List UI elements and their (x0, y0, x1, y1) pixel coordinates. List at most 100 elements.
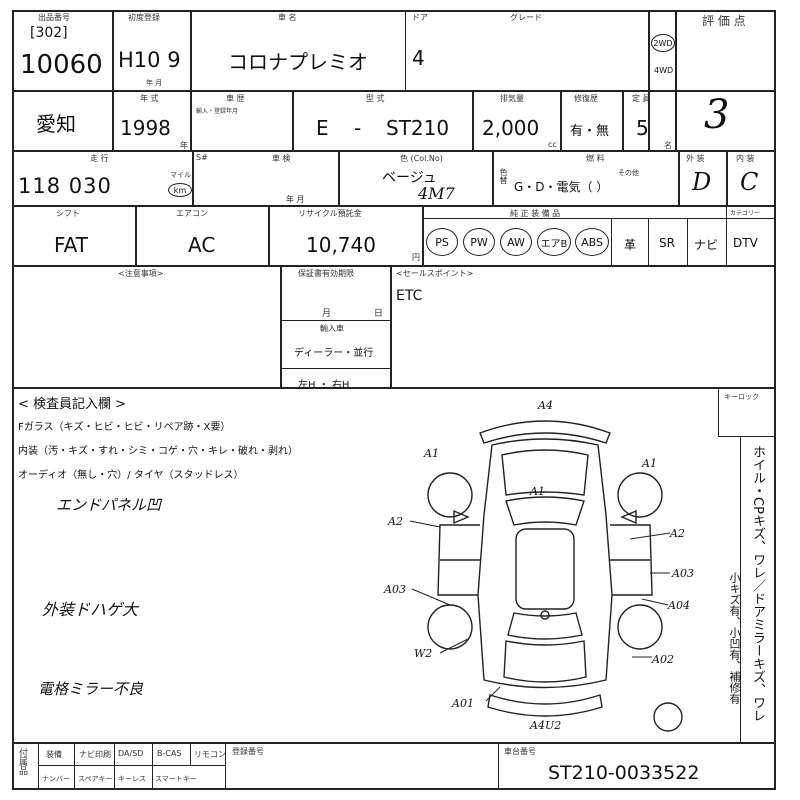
exterior-value: D (692, 168, 712, 196)
category-label: カテゴリー (730, 210, 761, 217)
doors-label: ドア (412, 13, 428, 22)
footer-r2-c1: ナンバー (42, 775, 70, 783)
handle-side: 左H ・ 右H (298, 380, 350, 391)
sales-point: ETC (396, 288, 423, 304)
first-reg-unit: 年 月 (146, 79, 163, 87)
inspector-title: < 検査員記入欄 > (18, 397, 127, 412)
inspection-units: 年 月 (286, 195, 305, 204)
mark-a1-right: A1 (641, 457, 657, 470)
mark-a2-right: A2 (669, 527, 685, 540)
color-code: 4M7 (418, 184, 455, 203)
mark-a01-left: A01 (451, 697, 474, 710)
type-dash: - (354, 116, 362, 140)
shift-value: FAT (54, 233, 89, 257)
car-diagram: A4 A1 A1 A1 A2 A2 A03 A03 A04 A02 W2 A01… (383, 399, 694, 732)
grade-label: グレード (510, 13, 542, 22)
footer-r1-c1: 装備 (46, 750, 62, 759)
mileage-unit-mile: マイル (170, 171, 191, 179)
equip-dtv: DTV (733, 236, 758, 250)
score-value: 3 (704, 92, 730, 138)
drive-2wd: 2WD (651, 34, 675, 52)
displacement-unit: cc (548, 140, 557, 149)
equip-ps: PS (426, 228, 458, 256)
displacement-label: 排気量 (500, 94, 524, 103)
lot-label: 出品番号 (38, 13, 70, 22)
color-value: ベージュ (382, 170, 437, 186)
equip-airbag: エアB (537, 228, 571, 256)
import-label: 車 歴 (226, 94, 245, 103)
footer-left-label: 付属品 (17, 748, 27, 775)
score-label: 評 価 点 (702, 14, 746, 28)
equip-abs: ABS (575, 228, 609, 256)
warranty-label: 保証書有効期限 (298, 269, 354, 278)
drive-4wd: 4WD (654, 66, 674, 75)
doors-value: 4 (412, 46, 425, 70)
import-route: ディーラー・並行 (294, 348, 374, 359)
mileage-value: 118 030 (18, 174, 112, 198)
chassis-value: ST210-0033522 (548, 762, 700, 784)
interior-value: C (740, 168, 759, 196)
mark-w2: W2 (414, 647, 432, 660)
mark-a03-right: A03 (671, 567, 694, 580)
footer-r2-c4: スマートキー (155, 775, 197, 783)
type-code: ST210 (386, 116, 450, 140)
footer-r1-c4: B-CAS (157, 749, 182, 758)
lot-sub: [302] (30, 25, 68, 41)
type-label: 型 式 (366, 94, 385, 103)
inspector-hand2: 外装ドハゲ大 (42, 600, 139, 619)
inspector-hand3: 電格ミラー不良 (38, 680, 144, 698)
equip-aw: AW (500, 228, 532, 256)
reg-label: 登録番号 (232, 747, 264, 756)
inspector-hand1: エンドパネル凹 (56, 496, 162, 514)
footer-r1-c5: リモコン (194, 750, 226, 759)
ac-label: エアコン (176, 209, 208, 218)
mark-a04-right: A04 (667, 599, 690, 612)
history-label: 修復歴 (574, 94, 598, 103)
type-prefix: E (316, 116, 329, 140)
recycle-value: 10,740 (306, 233, 376, 257)
year-label: 年 式 (140, 94, 159, 103)
interior-label: 内 装 (736, 154, 755, 163)
mark-a03-left: A03 (383, 583, 406, 596)
region: 愛知 (36, 112, 76, 136)
first-reg-value: H10 9 (118, 48, 181, 72)
side-note-2: 小キズ有、小凹有、補修有 (728, 572, 741, 704)
displacement-value: 2,000 (482, 116, 540, 140)
inspector-line2: 内装（汚・キズ・すれ・シミ・コゲ・穴・キレ・破れ・剥れ） (18, 446, 298, 457)
footer-r2-c2: スペアキー (78, 775, 113, 783)
side-note-1: ホイル・CPキズ、ワレ／ドアミラーキズ、ワレ (750, 445, 765, 722)
shift-label: シフト (56, 209, 80, 218)
mark-a1-left: A1 (423, 447, 439, 460)
exterior-label: 外 装 (686, 154, 705, 163)
model-name: コロナプレミオ (228, 50, 368, 74)
mark-a02-right: A02 (651, 653, 674, 666)
fuel-label: 燃 料 (586, 154, 605, 163)
warranty-units: 月 日 (322, 309, 383, 319)
year-value: 1998 (120, 116, 171, 140)
key-lock-label: キーロック (724, 393, 759, 401)
recycle-unit: 円 (412, 253, 420, 262)
mileage-label: 走 行 (90, 154, 109, 163)
smeter-label: S# (196, 153, 208, 162)
import-route-label: 輸入車 (320, 324, 344, 333)
equipment-label: 純 正 装 備 品 (510, 209, 561, 218)
ac-value: AC (188, 233, 216, 257)
chassis-label: 車台番号 (504, 747, 536, 756)
year-unit: 年 (180, 141, 188, 150)
fuel-other: その他 (618, 169, 639, 177)
footer-r1-c2: ナビ印刷 (79, 750, 111, 759)
sales-point-label: <セールスポイント> (396, 269, 474, 278)
recycle-label: リサイクル預託金 (298, 209, 362, 218)
capacity-label: 定 員 (632, 94, 651, 103)
caution-label: <注意事項> (118, 269, 164, 278)
fuel-value: G・D・電気（ ） (514, 180, 609, 194)
equip-sr: SR (659, 236, 675, 250)
mark-a2-left: A2 (387, 515, 403, 528)
inspector-line1: Fガラス（キズ・ヒビ・ヒビ・リペア跡・X要） (18, 422, 231, 433)
equip-pw: PW (463, 228, 495, 256)
inspection-label: 車 検 (272, 154, 291, 163)
capacity-value: 5 (636, 116, 649, 140)
history-value: 有・無 (570, 124, 610, 139)
color-label: 色 (Col.No) (400, 154, 443, 163)
equip-leather: 革 (624, 238, 637, 252)
